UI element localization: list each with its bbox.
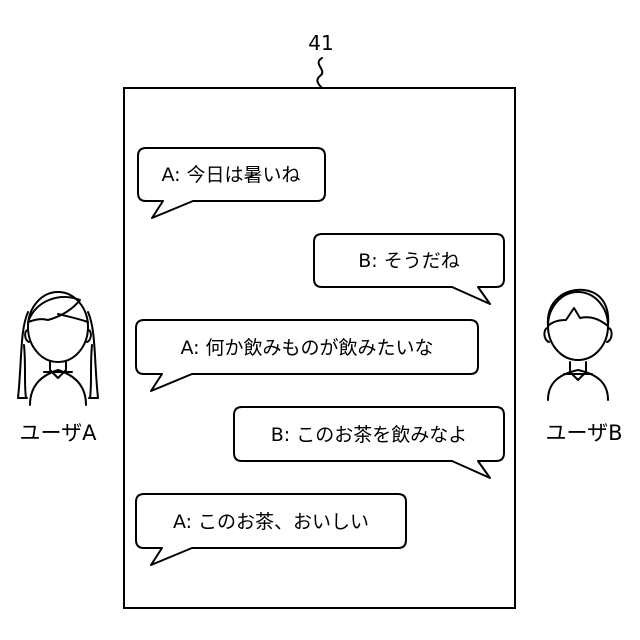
user-a-label: ユーザA: [20, 421, 98, 445]
user-a-figure: ユーザA: [18, 292, 98, 445]
user-b-label: ユーザB: [546, 421, 623, 445]
message-text: B: そうだね: [358, 250, 459, 272]
user-b-figure: ユーザB: [544, 290, 622, 445]
message-text: A: 今日は暑いね: [161, 164, 300, 186]
reference-numeral-41: 41: [308, 31, 333, 55]
user-a-hair-strand: [90, 345, 92, 398]
user-a-hair-strand: [24, 345, 26, 398]
user-a-hair-right: [88, 312, 98, 398]
user-a-body: [30, 370, 86, 405]
user-b-head: [548, 292, 608, 360]
user-a-hair-left: [18, 312, 28, 398]
message-text: A: 何か飲みものが飲みたいな: [180, 337, 433, 359]
leader-line: [317, 58, 322, 88]
message-text: A: このお茶、おいしい: [173, 511, 369, 533]
message-text: B: このお茶を飲みなよ: [271, 424, 467, 446]
